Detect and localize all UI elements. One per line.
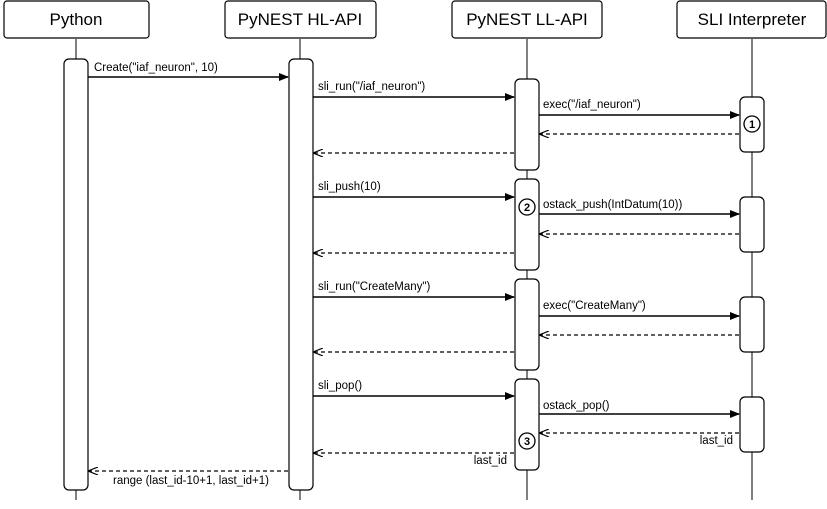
participant-hl-api-label: PyNEST HL-API [238,10,362,29]
participant-hl-api: PyNEST HL-API [224,0,377,39]
activation-python [63,58,89,491]
label-ostack-pop: ostack_pop() [543,400,610,412]
activation-hl-api [288,58,314,491]
label-return-sli-last-id: last_id [700,435,733,447]
activation-ll-api-1 [514,78,540,171]
marker-3-label: 3 [524,436,530,448]
label-exec-createmany: exec("CreateMany") [543,300,646,312]
participant-python: Python [3,0,150,39]
participant-sli-interpreter-label: SLI Interpreter [698,10,807,29]
participant-python-label: Python [50,10,103,29]
activation-ll-api-4 [514,378,540,471]
activation-ll-api-2 [514,178,540,271]
participant-ll-api-label: PyNEST LL-API [466,10,588,29]
label-create: Create("iaf_neuron", 10) [94,62,218,74]
label-sli-run-iaf: sli_run("/iaf_neuron") [318,81,425,93]
activation-ll-api-3 [514,278,540,371]
label-sli-push: sli_push(10) [318,181,381,193]
marker-2: 2 [518,198,536,216]
activation-sli-2 [739,196,765,253]
marker-3: 3 [518,432,536,450]
label-sli-pop: sli_pop() [318,380,362,392]
label-ostack-push: ostack_push(IntDatum(10)) [543,199,683,211]
label-exec-iaf: exec("/iaf_neuron") [543,99,641,111]
marker-1: 1 [743,115,761,133]
participant-ll-api: PyNEST LL-API [451,0,603,39]
label-return-ll-last-id: last_id [474,455,507,467]
marker-2-label: 2 [524,202,530,214]
label-sli-run-createmany: sli_run("CreateMany") [318,281,431,293]
activation-sli-3 [739,296,765,353]
label-return-range: range (last_id-10+1, last_id+1) [113,475,269,487]
marker-1-label: 1 [749,119,755,131]
participant-sli-interpreter: SLI Interpreter [676,0,827,39]
activation-sli-4 [739,396,765,453]
